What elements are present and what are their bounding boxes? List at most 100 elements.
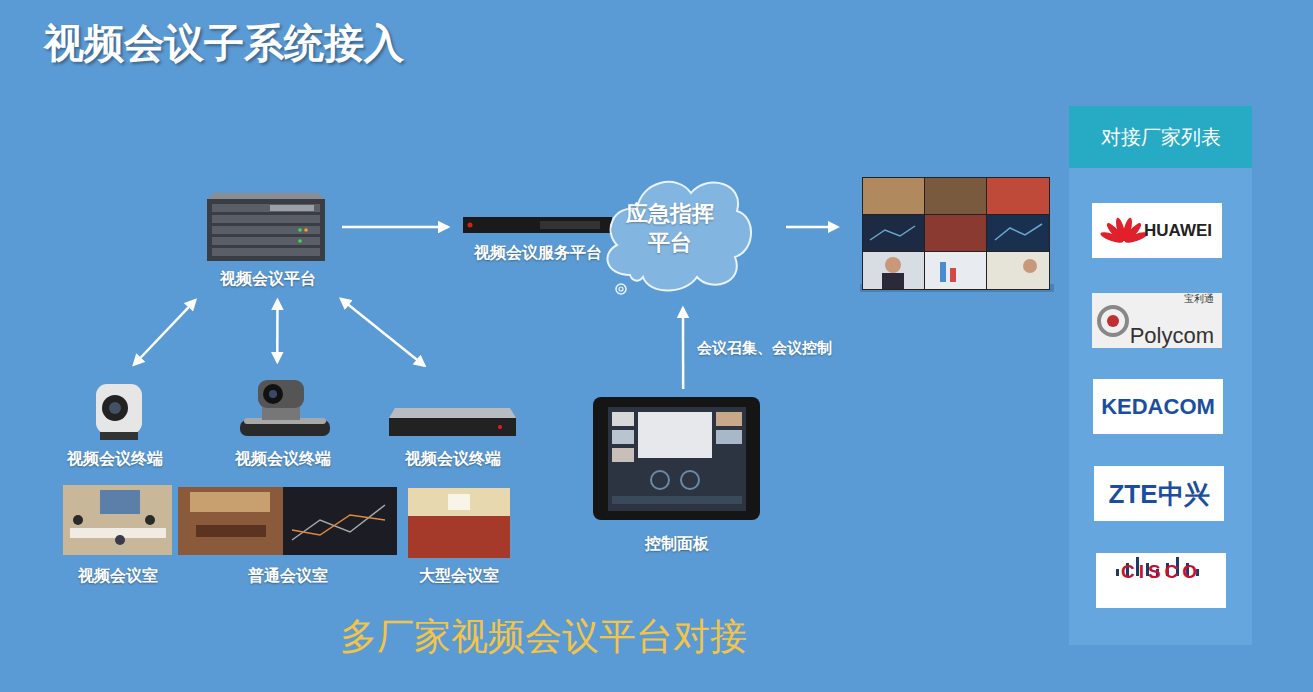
illustration-part <box>258 380 304 408</box>
codec-terminal <box>389 408 516 436</box>
vendor-logo: KEDACOM <box>1093 379 1223 434</box>
illustration-part <box>862 177 1050 290</box>
illustration-part <box>115 535 125 545</box>
node-sublabel: Polycom <box>1130 324 1214 348</box>
node-label: 视频会议终端 <box>67 449 163 468</box>
illustration-part <box>987 178 1049 214</box>
node-label: 视频会议室 <box>78 566 158 585</box>
illustration-part <box>925 178 986 214</box>
connector-arrow <box>341 299 425 366</box>
illustration-part <box>1092 293 1222 348</box>
node-label: 普通会议室 <box>248 566 328 585</box>
illustration-part <box>950 268 956 282</box>
node-label: 视频会议平台 <box>220 269 316 288</box>
illustration-part <box>612 430 634 444</box>
illustration-part <box>925 252 986 289</box>
illustration-part <box>885 257 901 273</box>
illustration-part <box>212 215 320 223</box>
illustration-part <box>882 273 904 289</box>
illustration-part <box>940 262 946 282</box>
tablet <box>593 397 760 520</box>
room-photo-box: 大型会议室 <box>405 483 513 587</box>
cloud-shape <box>607 182 751 291</box>
illustration-part <box>212 204 320 212</box>
cloud-node: 应急指挥 平台 <box>585 165 755 300</box>
terminal-device: 视频会议终端 <box>230 372 335 470</box>
node-label: 对接厂家列表 <box>1101 106 1221 168</box>
illustration-part <box>408 488 510 558</box>
illustration-part <box>298 239 302 243</box>
illustration-part <box>1107 315 1119 327</box>
illustration-part <box>100 432 138 440</box>
illustration-part <box>270 205 314 211</box>
vendor-logo: HUAWEI <box>1092 203 1222 258</box>
huawei-icon <box>1099 217 1148 245</box>
node-label: ZTE中兴 <box>1108 463 1209 525</box>
diagram-caption: 多厂家视频会议平台对接 <box>340 612 747 662</box>
illustration-part <box>681 471 699 489</box>
room-photo-box: 普通会议室 <box>178 483 398 587</box>
terminal-device: 视频会议终端 <box>385 372 520 470</box>
connector-arrow <box>134 300 195 365</box>
node-label: 应急指挥 平台 <box>620 200 720 257</box>
diagram-title: 视频会议子系统接入 <box>44 16 404 71</box>
illustration-part <box>1099 307 1127 335</box>
illustration-part <box>283 487 397 555</box>
illustration-part <box>96 384 142 434</box>
illustration-part <box>269 390 277 398</box>
video-wall <box>860 177 1054 292</box>
illustration-part <box>292 515 385 535</box>
server-device: 视频会议服务平台 <box>460 212 615 264</box>
illustration-part <box>863 252 924 289</box>
illustration-part <box>863 178 924 214</box>
illustration-part <box>468 223 473 228</box>
illustration-part <box>212 237 320 245</box>
node-label: KEDACOM <box>1101 376 1215 438</box>
vendor-logo: CISCO <box>1096 553 1226 608</box>
illustration-part <box>212 248 320 256</box>
illustration-part <box>100 490 140 514</box>
illustration-part <box>178 487 283 555</box>
illustration-part <box>608 407 746 511</box>
illustration-part <box>73 515 83 525</box>
illustration-part <box>408 488 510 516</box>
node-label: CISCO <box>1121 541 1201 603</box>
illustration-part <box>995 224 1042 240</box>
illustration-part <box>612 448 634 462</box>
illustration-part <box>870 226 915 240</box>
illustration-part <box>1116 569 1119 576</box>
vendor-logo: ZTE中兴 <box>1094 466 1224 521</box>
node-label: 视频会议服务平台 <box>474 243 602 262</box>
illustration-part <box>63 485 172 555</box>
illustration-part <box>498 425 502 429</box>
node-label: 视频会议终端 <box>405 449 501 468</box>
vendor-logo: 宝利通Polycom <box>1092 293 1222 348</box>
illustration-part <box>786 226 830 229</box>
illustration-part <box>612 412 634 426</box>
vendor-panel: 对接厂家列表 HUAWEI 宝利通PolycomKEDACOM ZTE中兴 CISCO <box>1069 106 1252 645</box>
illustration-part <box>612 496 742 504</box>
edge-label: 会议召集、会议控制 <box>697 339 832 358</box>
illustration-part <box>638 412 712 458</box>
illustration-part <box>863 215 924 251</box>
illustration-part <box>651 471 669 489</box>
ptz-camera-terminal <box>240 380 330 436</box>
tablet-device: 控制面板 <box>593 395 760 555</box>
node-label: 控制面板 <box>645 534 709 553</box>
node-label: HUAWEI <box>1144 200 1212 262</box>
node-label: 宝利通 <box>1184 293 1214 324</box>
illustration-part <box>987 215 1049 251</box>
illustration-part <box>304 228 308 232</box>
illustration-part <box>212 226 320 234</box>
node-label: 大型会议室 <box>419 566 499 585</box>
illustration-part <box>389 408 516 418</box>
illustration-part <box>828 221 840 233</box>
room-photo <box>408 488 510 558</box>
platform-device: 视频会议平台 <box>205 190 330 290</box>
illustration-part <box>263 384 283 404</box>
illustration-part <box>716 412 742 426</box>
room-photo-box: 视频会议室 <box>58 483 178 587</box>
